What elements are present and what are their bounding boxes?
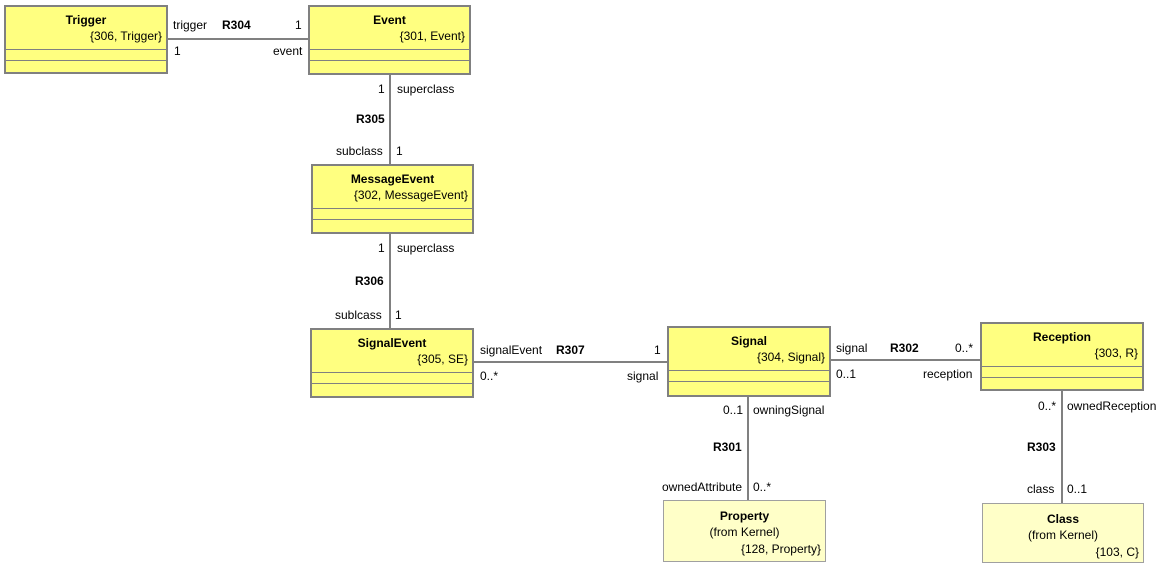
attributes-compartment: [669, 370, 829, 371]
class-name: Event: [373, 13, 406, 27]
class-id: {304, Signal}: [756, 350, 825, 364]
operations-compartment: [310, 60, 469, 61]
operations-compartment: [669, 381, 829, 382]
class-class[interactable]: Class (from Kernel) {103, C}: [982, 503, 1144, 563]
r304-trigger-mult: 1: [174, 44, 181, 58]
r301-sig-role: owningSignal: [753, 403, 825, 417]
class-name: SignalEvent: [357, 336, 427, 350]
class-package: (from Kernel): [709, 525, 780, 539]
attributes-compartment: [312, 372, 472, 373]
class-id: {103, C}: [1095, 545, 1139, 559]
class-id: {302, MessageEvent}: [353, 188, 468, 202]
class-id: {128, Property}: [740, 542, 821, 556]
r306-super-role: superclass: [397, 241, 455, 255]
r303-cls-role: class: [1027, 482, 1055, 496]
r304-trigger-role: trigger: [173, 18, 208, 32]
r302-sig-mult: 0..1: [836, 367, 857, 381]
r301-prop-role: ownedAttribute: [662, 480, 743, 494]
class-reception[interactable]: Reception {303, R}: [980, 322, 1144, 391]
operations-compartment: [982, 377, 1142, 378]
r302-rec-mult: 0..*: [955, 341, 974, 355]
attributes-compartment: [982, 366, 1142, 367]
r302-sig-role: signal: [836, 341, 868, 355]
r307-se-mult: 0..*: [480, 369, 499, 383]
class-name: Signal: [730, 334, 767, 348]
r303-name: R303: [1027, 440, 1056, 454]
r303-rec-mult: 0..*: [1038, 399, 1057, 413]
class-property[interactable]: Property (from Kernel) {128, Property}: [663, 500, 826, 562]
r301-sig-mult: 0..1: [723, 403, 744, 417]
operations-compartment: [313, 219, 472, 220]
r301-prop-mult: 0..*: [753, 480, 772, 494]
r304-event-role: event: [273, 44, 303, 58]
r304-name: R304: [222, 18, 251, 32]
r301-name: R301: [713, 440, 742, 454]
class-name: Class: [1046, 512, 1080, 526]
class-messageevent[interactable]: MessageEvent {302, MessageEvent}: [311, 164, 474, 234]
r302-rec-role: reception: [923, 367, 973, 381]
r304-event-mult: 1: [295, 18, 302, 32]
class-signalevent[interactable]: SignalEvent {305, SE}: [310, 328, 474, 398]
class-name: Property: [719, 509, 770, 523]
operations-compartment: [312, 383, 472, 384]
r305-super-mult: 1: [378, 82, 385, 96]
r306-sub-mult: 1: [395, 308, 402, 322]
r302-name: R302: [890, 341, 919, 355]
r303-rec-role: ownedReception: [1067, 399, 1157, 413]
r305-super-role: superclass: [397, 82, 455, 96]
r307-sig-mult: 1: [654, 343, 661, 357]
r306-sub-role: sublcass: [335, 308, 382, 322]
class-package: (from Kernel): [1027, 528, 1098, 542]
attributes-compartment: [313, 208, 472, 209]
class-name: Reception: [1032, 330, 1091, 344]
class-name: Trigger: [65, 13, 107, 27]
class-signal[interactable]: Signal {304, Signal}: [667, 326, 831, 397]
r305-sub-role: subclass: [336, 144, 383, 158]
r303-cls-mult: 0..1: [1067, 482, 1088, 496]
operations-compartment: [6, 60, 166, 61]
class-name: MessageEvent: [350, 172, 435, 186]
r306-name: R306: [355, 274, 384, 288]
attributes-compartment: [310, 49, 469, 50]
class-id: {301, Event}: [399, 29, 465, 43]
r307-sig-role: signal: [627, 369, 659, 383]
class-id: {306, Trigger}: [89, 29, 162, 43]
r305-sub-mult: 1: [396, 144, 403, 158]
class-id: {303, R}: [1094, 346, 1138, 360]
r305-name: R305: [356, 112, 385, 126]
r307-name: R307: [556, 343, 585, 357]
class-event[interactable]: Event {301, Event}: [308, 5, 471, 75]
attributes-compartment: [6, 49, 166, 50]
class-trigger[interactable]: Trigger {306, Trigger}: [4, 5, 168, 74]
r307-se-role: signalEvent: [480, 343, 543, 357]
class-id: {305, SE}: [417, 352, 468, 366]
r306-super-mult: 1: [378, 241, 385, 255]
